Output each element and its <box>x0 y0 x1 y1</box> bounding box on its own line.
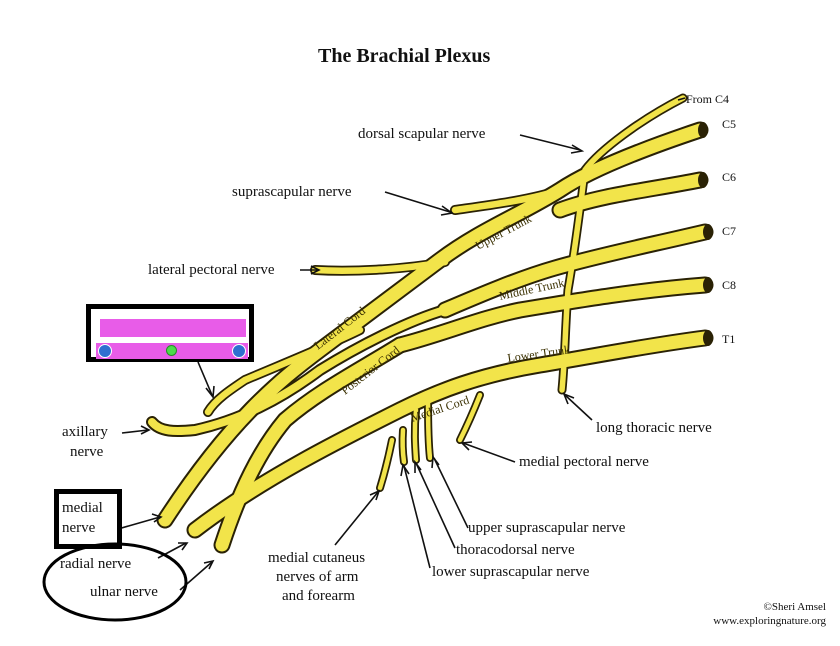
slider-right-handle[interactable] <box>232 344 246 358</box>
medial-cutaneous-label-line2: nerves of arm <box>276 569 359 585</box>
root-label-c5: C5 <box>722 117 737 131</box>
medial-cutaneous-label-line1: medial cutaneus <box>268 550 366 566</box>
redacted-label-box <box>86 304 254 362</box>
ulnar-nerve-label: ulnar nerve <box>90 584 158 600</box>
suprascapular-nerve-label: suprascapular nerve <box>232 184 352 200</box>
redaction-bar <box>100 319 246 337</box>
medial-nerve-label-line1: medial <box>62 500 103 516</box>
credit-website: www.exploringnature.org <box>713 615 826 627</box>
credit-author: ©Sheri Amsel <box>763 601 826 613</box>
medial-cutaneous-label-line3: and forearm <box>282 588 355 604</box>
radial-nerve-label: radial nerve <box>60 556 132 572</box>
thoracodorsal-nerve-label: thoracodorsal nerve <box>456 542 575 558</box>
dorsal-scapular-nerve-label: dorsal scapular nerve <box>358 126 486 142</box>
medial-pectoral-nerve-label: medial pectoral nerve <box>519 454 649 470</box>
lower-subscapular-nerve-label: lower suprascapular nerve <box>432 564 590 580</box>
label-pointers <box>117 97 686 591</box>
root-label-from-c4: From C4 <box>686 92 730 106</box>
axillary-nerve-label-line2: nerve <box>70 444 104 460</box>
slider-center-handle[interactable] <box>166 345 177 356</box>
root-label-c7: C7 <box>722 224 737 238</box>
redaction-slider-track[interactable] <box>96 343 248 359</box>
medial-nerve-label-line2: nerve <box>62 520 96 536</box>
root-end-caps <box>698 122 713 346</box>
diagram-title: The Brachial Plexus <box>318 45 491 67</box>
root-label-t1: T1 <box>722 332 736 346</box>
upper-subscapular-nerve-label: upper suprascapular nerve <box>468 520 626 536</box>
nerve-fills <box>148 95 712 552</box>
root-label-c6: C6 <box>722 170 737 184</box>
radial-ulnar-highlight-ellipse <box>42 542 188 622</box>
slider-left-handle[interactable] <box>98 344 112 358</box>
root-label-c8: C8 <box>722 278 737 292</box>
long-thoracic-nerve-label: long thoracic nerve <box>596 420 712 436</box>
axillary-nerve-label-line1: axillary <box>62 424 108 440</box>
lateral-pectoral-nerve-label: lateral pectoral nerve <box>148 262 275 278</box>
